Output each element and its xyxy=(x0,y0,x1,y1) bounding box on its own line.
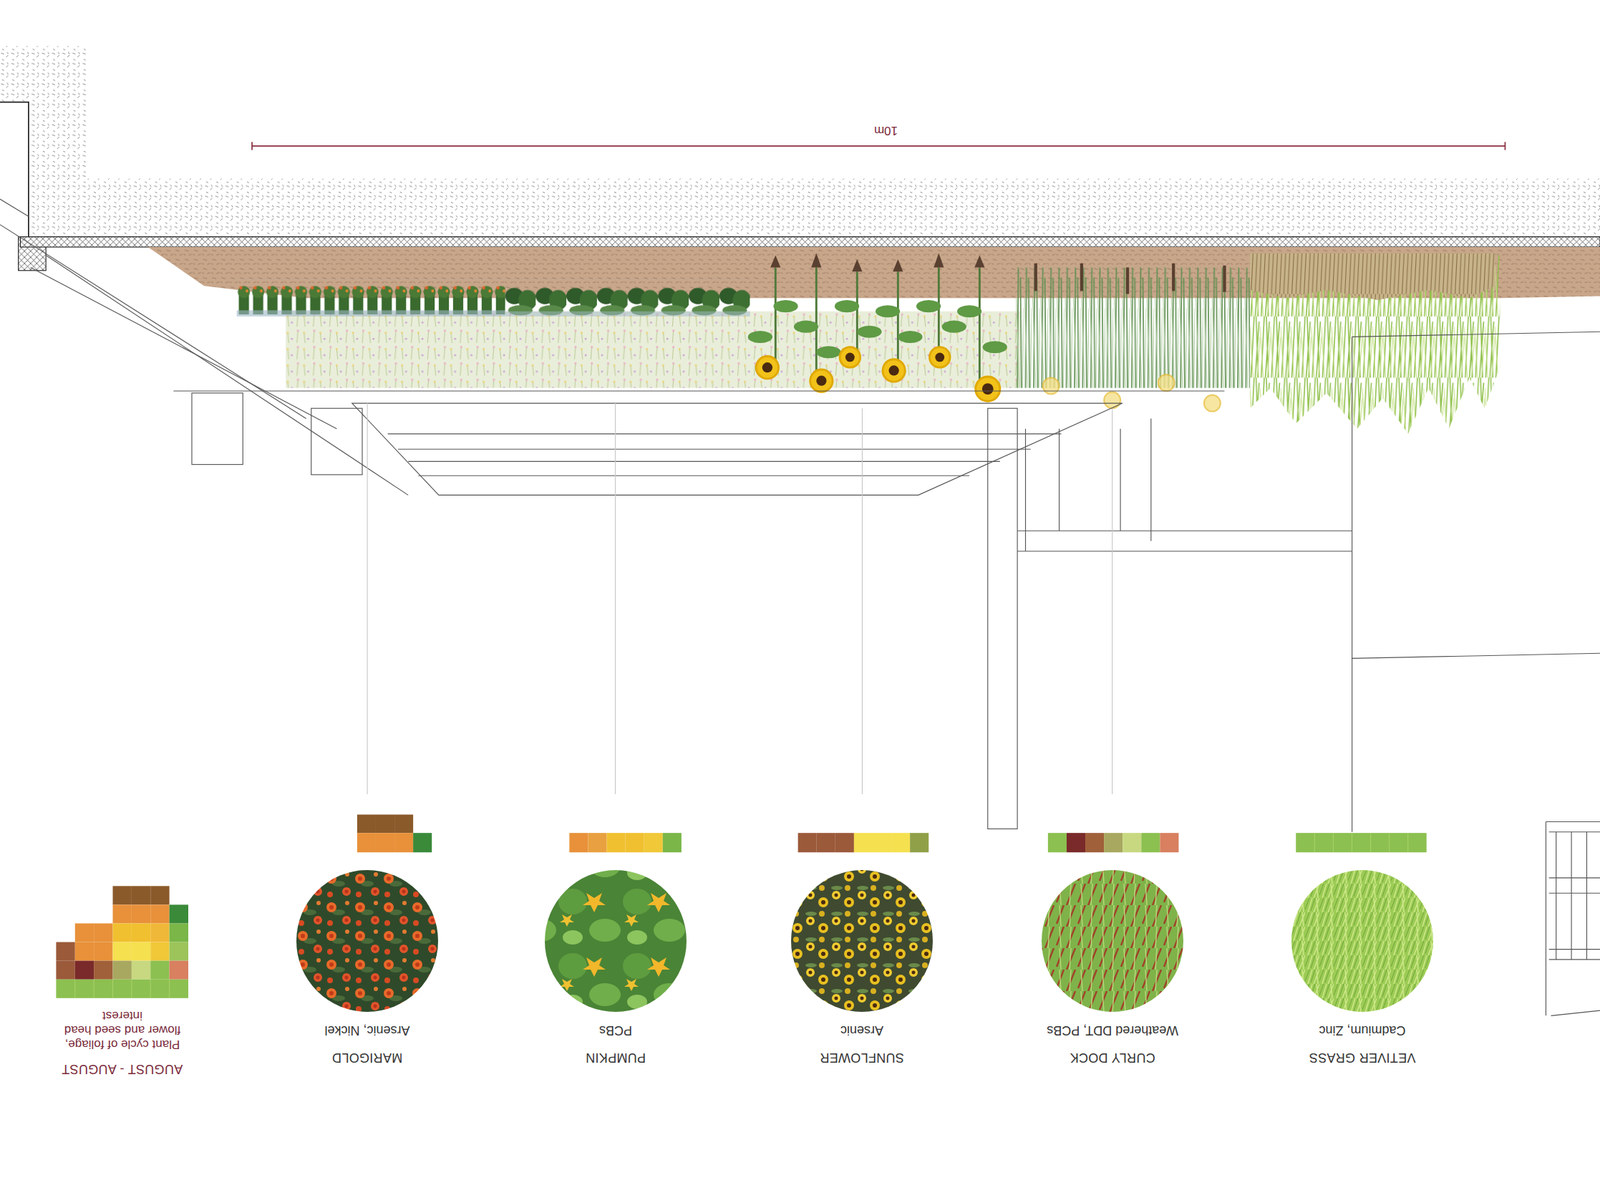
pollutant-list: Cadmium, Zinc xyxy=(1318,1022,1406,1039)
vetiver-bed xyxy=(1249,253,1500,434)
plant-name: VETIVER GRASS xyxy=(1309,1049,1417,1066)
plant-photo xyxy=(295,869,439,1013)
photo-circle xyxy=(1041,869,1184,1012)
pollutant-list: Arsenic xyxy=(840,1022,884,1039)
dimension-line xyxy=(251,141,1505,150)
plant-card: VETIVER GRASS Cadmium, Zinc xyxy=(1233,869,1492,1066)
photo-circle xyxy=(296,869,439,1012)
photo-circle xyxy=(791,869,933,1012)
plant-photo xyxy=(1290,869,1434,1013)
plant-card: MARIGOLD Arsenic, Nickel xyxy=(238,869,497,1066)
pollutant-list: PCBs xyxy=(599,1022,633,1039)
structure-lines xyxy=(0,199,1600,1016)
cycle-grid xyxy=(55,885,189,998)
plant-photo xyxy=(544,869,688,1013)
plant-card: PUMPKIN PCBs xyxy=(486,869,745,1066)
legend-note: Plant cycle of foliage, flower and seed … xyxy=(50,1007,195,1051)
photo-circle xyxy=(1291,869,1434,1012)
plant-card: CURLY DOCK Weathered DDT, PCBs xyxy=(983,869,1242,1066)
concrete-slab xyxy=(0,45,1600,271)
plant-name: PUMPKIN xyxy=(585,1049,646,1066)
curly-dock-bed xyxy=(1015,263,1250,412)
pollutant-list: Arsenic, Nickel xyxy=(324,1022,410,1039)
photo-circle xyxy=(544,869,687,1012)
dimension-label: 10m xyxy=(874,123,898,138)
marigold-bed xyxy=(236,279,506,317)
plant-card: SUNFLOWER Arsenic xyxy=(733,869,991,1066)
cycle-bars xyxy=(357,814,1427,853)
sunflower-bed xyxy=(748,253,1008,402)
leader-lines xyxy=(367,403,1113,794)
legend-heading: AUGUST - AUGUST xyxy=(61,1060,183,1076)
plant-name: SUNFLOWER xyxy=(819,1049,905,1066)
pollutant-list: Weathered DDT, PCBs xyxy=(1046,1022,1179,1039)
plant-photo xyxy=(790,869,934,1013)
meadow xyxy=(285,311,1021,389)
pumpkin-bed xyxy=(505,279,751,317)
plant-name: CURLY DOCK xyxy=(1069,1049,1155,1066)
plant-name: MARIGOLD xyxy=(332,1049,403,1066)
plant-photo xyxy=(1040,869,1185,1013)
